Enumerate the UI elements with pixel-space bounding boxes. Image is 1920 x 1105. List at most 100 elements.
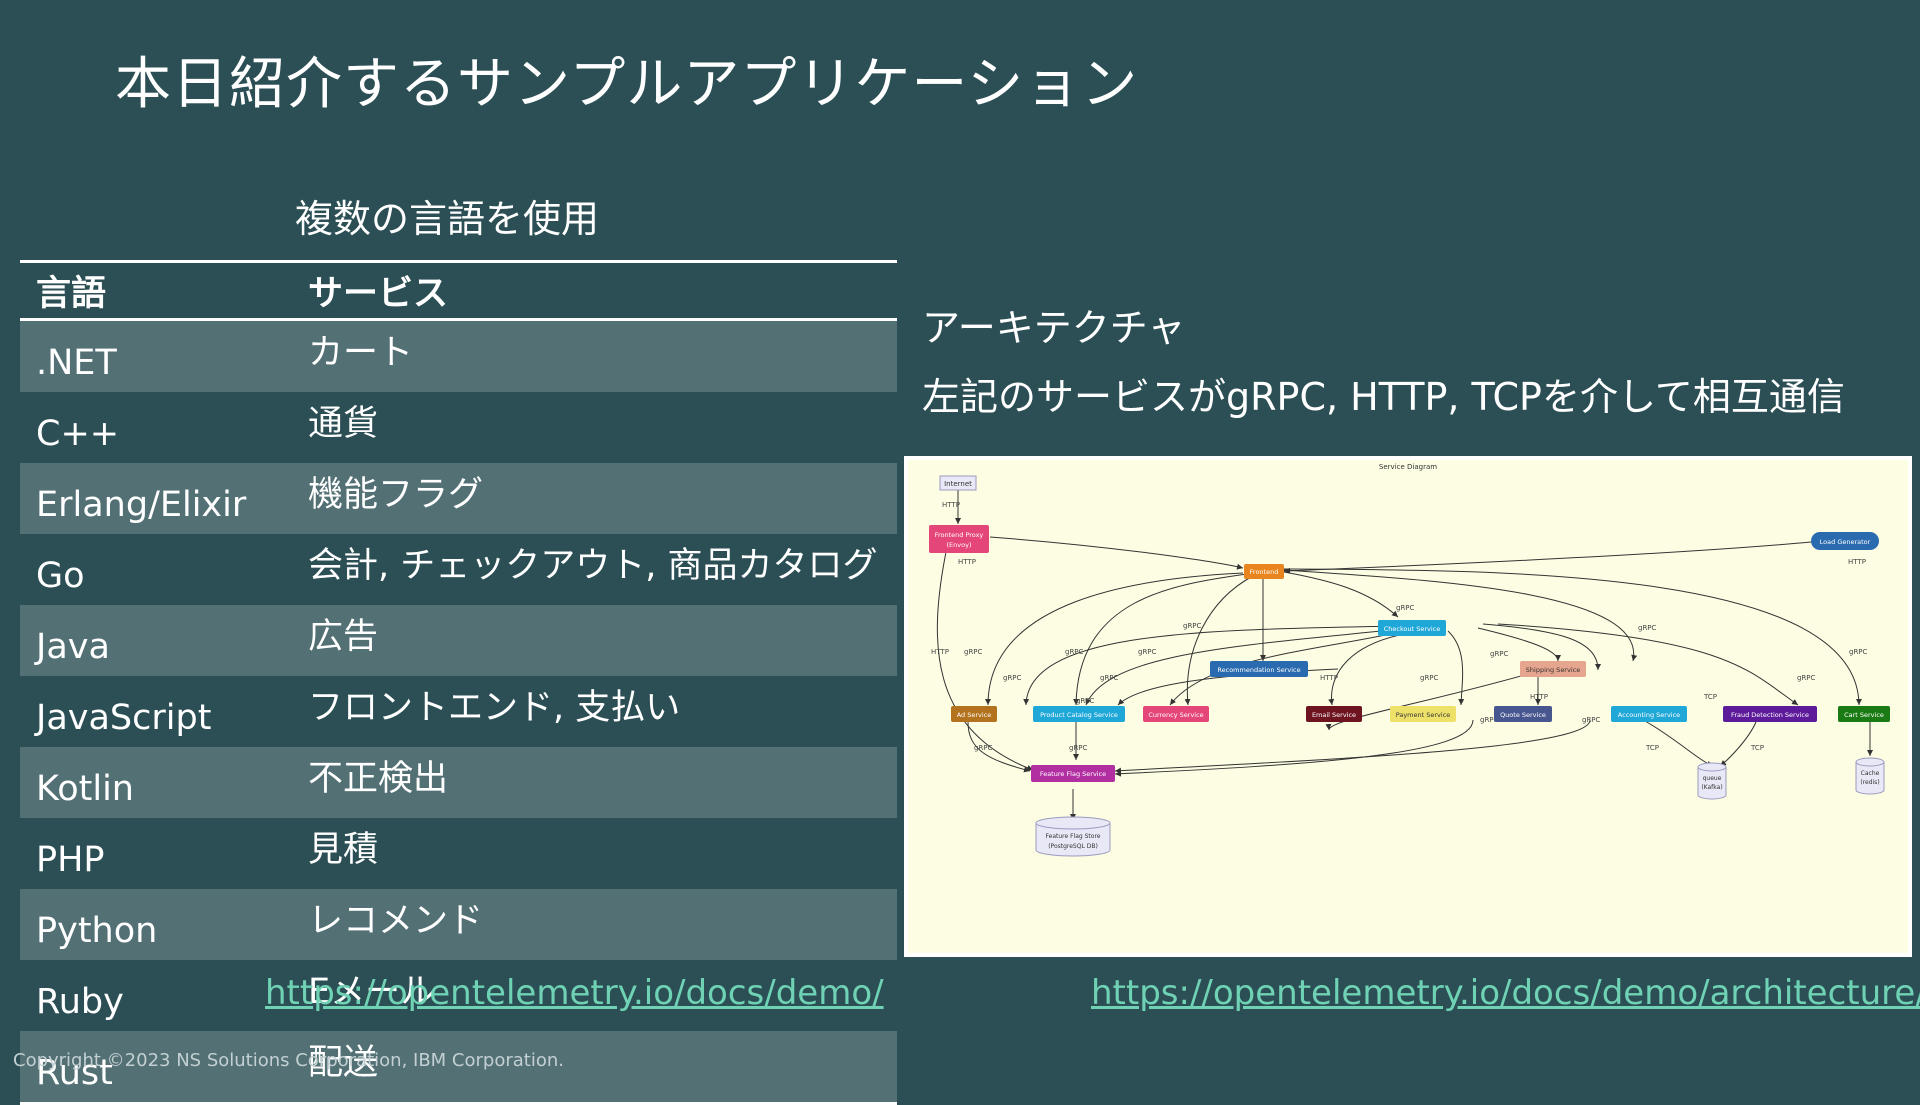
node-frontend: Frontend xyxy=(1244,564,1284,579)
edge-label: gRPC xyxy=(1490,650,1509,658)
edge-label: gRPC xyxy=(1065,648,1084,656)
node-cart-service: Cart Service xyxy=(1838,706,1890,722)
edge xyxy=(1073,573,1248,706)
edge-label: gRPC xyxy=(1582,716,1601,724)
node-label: Frontend Proxy xyxy=(935,531,984,539)
edge-label: HTTP xyxy=(942,501,960,509)
node-recommendation-service: Recommendation Service xyxy=(1210,661,1308,677)
table-caption: 複数の言語を使用 xyxy=(295,197,600,241)
node-label: Product Catalog Service xyxy=(1040,711,1118,719)
node-label: (redis) xyxy=(1860,779,1879,786)
edge xyxy=(1497,623,1799,706)
edge-label: TCP xyxy=(1750,744,1764,752)
language-cell: Kotlin xyxy=(20,747,292,818)
edge xyxy=(1114,719,1591,774)
language-cell: PHP xyxy=(20,818,292,889)
edge-label: gRPC xyxy=(1003,674,1022,682)
edge-label: HTTP xyxy=(958,558,976,566)
service-cell: 機能フラグ xyxy=(292,463,897,534)
edge-label: gRPC xyxy=(1396,604,1415,612)
architecture-heading: アーキテクチャ xyxy=(922,306,1186,350)
edge xyxy=(989,536,1244,570)
node-load-generator: Load Generator xyxy=(1811,532,1879,550)
edge xyxy=(1184,575,1254,706)
edge-label: gRPC xyxy=(1849,648,1868,656)
node-quote-service: Quote Service xyxy=(1494,706,1552,722)
node-feature-flag-store: Feature Flag Store (PostgreSQL DB) xyxy=(1035,816,1111,857)
node-label: Cache xyxy=(1861,770,1880,777)
node-label: (PostgreSQL DB) xyxy=(1048,843,1098,850)
service-cell: 会計, チェックアウト, 商品カタログ xyxy=(292,534,897,605)
node-label: Cart Service xyxy=(1844,711,1884,719)
node-label: Load Generator xyxy=(1820,538,1871,546)
node-label: Frontend xyxy=(1250,568,1279,576)
service-cell: フロントエンド, 支払い xyxy=(292,676,897,747)
edge xyxy=(985,572,1244,706)
demo-docs-link[interactable]: https://opentelemetry.io/docs/demo/ xyxy=(265,973,884,1013)
node-cache-redis: Cache (redis) xyxy=(1855,757,1885,795)
node-queue-kafka: queue (Kafka) xyxy=(1697,762,1727,800)
edge-label: gRPC xyxy=(1138,648,1157,656)
edge-label: HTTP xyxy=(1530,693,1548,701)
language-cell: JavaScript xyxy=(20,676,292,747)
edge xyxy=(1114,719,1474,777)
node-frontend-proxy: Frontend Proxy (Envoy) xyxy=(929,525,989,553)
node-label: Accounting Service xyxy=(1618,711,1680,719)
node-label: (Kafka) xyxy=(1701,784,1722,791)
node-label: Shipping Service xyxy=(1526,666,1580,674)
node-ad-service: Ad Service xyxy=(951,706,997,722)
table-header-row: 言語 サービス xyxy=(20,261,897,321)
edge xyxy=(1482,623,1601,671)
column-header-service: サービス xyxy=(292,261,897,321)
node-label: Payment Service xyxy=(1396,711,1451,719)
service-cell: 通貨 xyxy=(292,392,897,463)
edge-labels: HTTP HTTP HTTP HTTP gRPC gRPC gRPC gRPC … xyxy=(931,501,1868,752)
language-cell: Python xyxy=(20,889,292,960)
node-payment-service: Payment Service xyxy=(1390,706,1456,722)
architecture-docs-link[interactable]: https://opentelemetry.io/docs/demo/archi… xyxy=(1091,973,1920,1013)
node-label: Checkout Service xyxy=(1384,625,1441,633)
edge-label: gRPC xyxy=(974,744,993,752)
node-product-catalog-service: Product Catalog Service xyxy=(1033,706,1125,722)
node-label: Internet xyxy=(944,480,972,488)
edge xyxy=(1283,568,1862,706)
edge xyxy=(1283,571,1399,618)
service-cell: 不正検出 xyxy=(292,747,897,818)
service-cell: 見積 xyxy=(292,818,897,889)
node-email-service: Email Service xyxy=(1306,706,1362,722)
table-row: C++通貨 xyxy=(20,392,897,463)
node-label: Recommendation Service xyxy=(1217,666,1300,674)
node-label: Feature Flag Service xyxy=(1040,770,1106,778)
service-diagram-svg: Service Diagram xyxy=(908,460,1908,953)
edge xyxy=(936,546,1034,771)
language-cell: C++ xyxy=(20,392,292,463)
node-label: Fraud Detection Service xyxy=(1731,711,1809,719)
copyright-footer: Copyright ©2023 NS Solutions Corporation… xyxy=(13,1050,564,1071)
node-label: Feature Flag Store xyxy=(1046,833,1101,840)
edge xyxy=(1283,541,1812,574)
edge-label: gRPC xyxy=(1183,622,1202,630)
language-cell: Ruby xyxy=(20,960,292,1031)
node-currency-service: Currency Service xyxy=(1143,706,1209,722)
node-label: Ad Service xyxy=(957,711,992,719)
language-cell: Java xyxy=(20,605,292,676)
node-feature-flag-service: Feature Flag Service xyxy=(1031,765,1115,782)
edge-label: gRPC xyxy=(964,648,983,656)
node-label: queue xyxy=(1703,775,1722,782)
service-cell: 広告 xyxy=(292,605,897,676)
language-cell: .NET xyxy=(20,319,292,392)
column-header-language: 言語 xyxy=(20,261,292,321)
architecture-diagram: Service Diagram xyxy=(904,456,1912,957)
architecture-description: 左記のサービスがgRPC, HTTP, TCPを介して相互通信 xyxy=(922,375,1845,419)
edge-label: gRPC xyxy=(1638,624,1657,632)
edge-label: gRPC xyxy=(1480,716,1499,724)
edge-label: HTTP xyxy=(931,648,949,656)
